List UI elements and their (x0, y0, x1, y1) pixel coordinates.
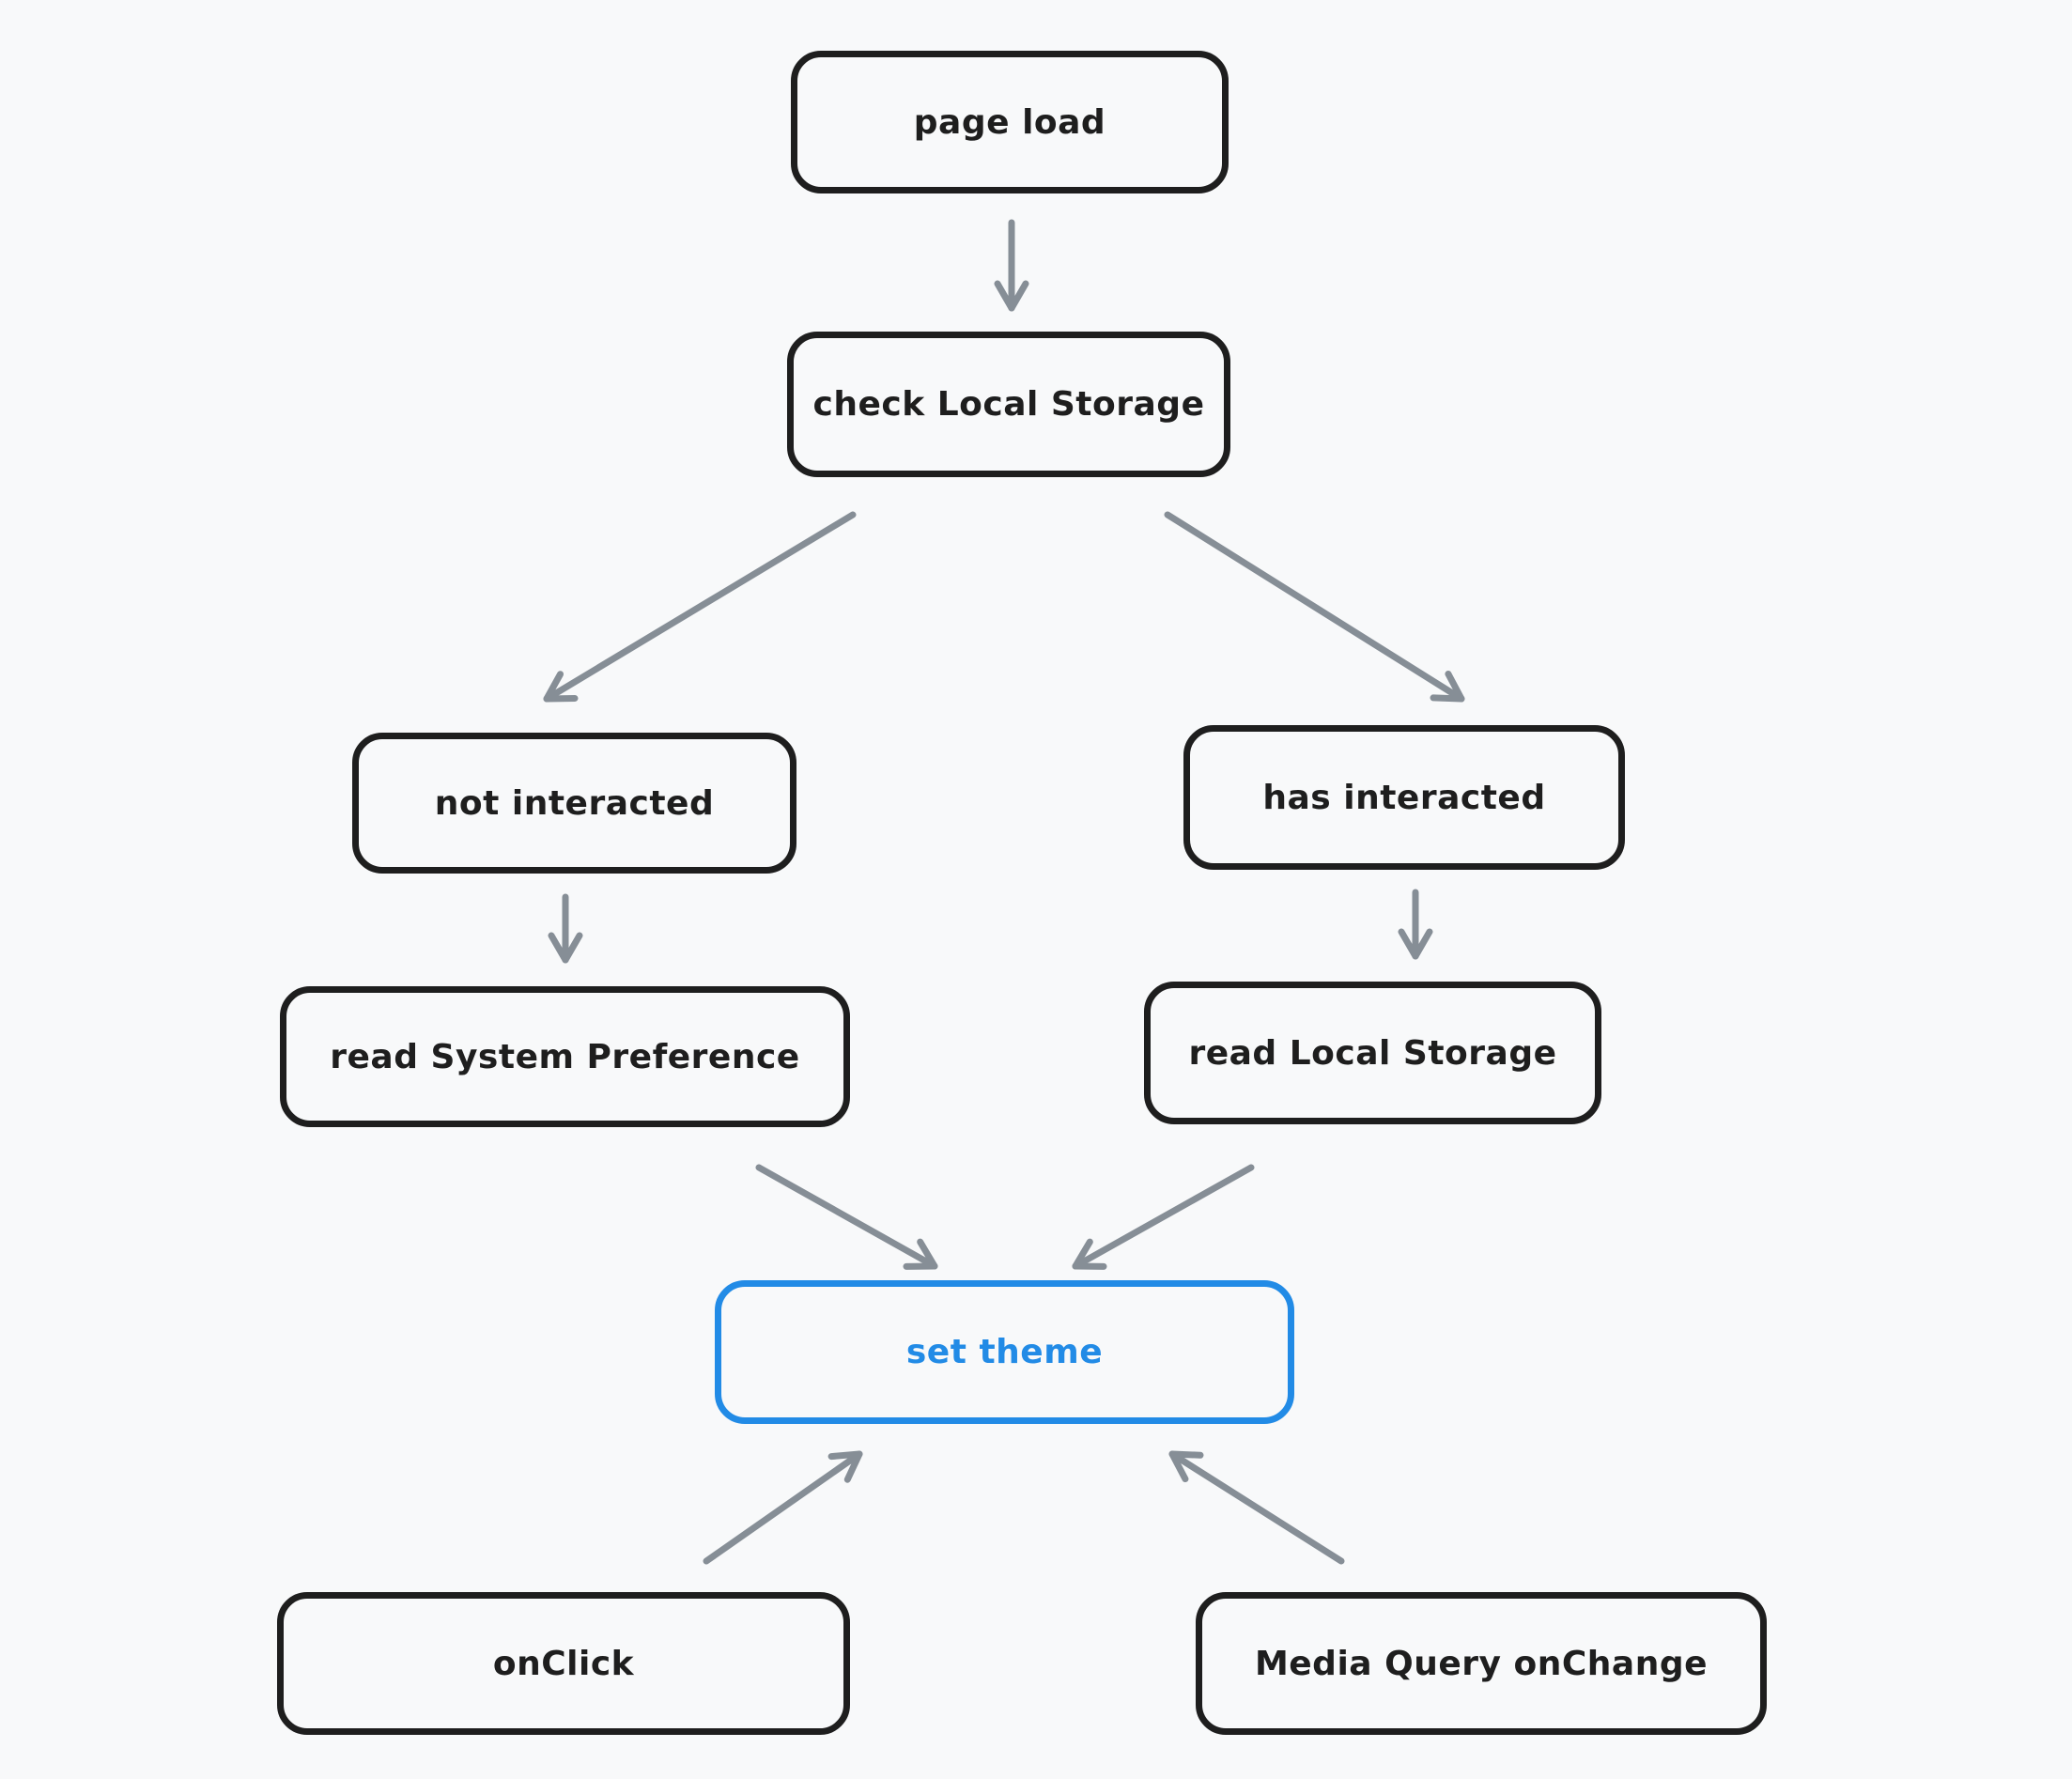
arrow-read-system-preference-to-set-theme (755, 1164, 938, 1270)
node-read-system-preference-label: read System Preference (330, 1037, 800, 1076)
arrow-check-local-storage-to-has-interacted (1164, 511, 1465, 703)
node-set-theme: set theme (715, 1280, 1294, 1424)
node-media-query-onchange: Media Query onChange (1196, 1592, 1767, 1735)
arrow-read-local-storage-to-set-theme (1072, 1164, 1255, 1270)
node-media-query-onchange-label: Media Query onChange (1254, 1644, 1709, 1683)
node-onclick-label: onClick (492, 1644, 635, 1683)
node-read-local-storage: read Local Storage (1144, 982, 1601, 1124)
arrow-check-local-storage-to-not-interacted (543, 511, 857, 703)
node-check-local-storage: check Local Storage (787, 332, 1230, 477)
node-check-local-storage-label: check Local Storage (812, 385, 1205, 424)
node-not-interacted: not interacted (352, 733, 796, 874)
node-has-interacted-label: has interacted (1262, 778, 1546, 817)
arrow-media-query-onchange-to-set-theme (1168, 1450, 1345, 1565)
node-page-load: page load (791, 51, 1229, 193)
node-read-system-preference: read System Preference (280, 986, 850, 1127)
node-not-interacted-label: not interacted (434, 783, 715, 823)
node-onclick: onClick (277, 1592, 850, 1735)
node-page-load-label: page load (913, 102, 1106, 142)
arrow-onclick-to-set-theme (703, 1450, 863, 1565)
node-set-theme-label: set theme (905, 1333, 1104, 1371)
node-has-interacted: has interacted (1183, 725, 1625, 870)
node-read-local-storage-label: read Local Storage (1188, 1033, 1557, 1073)
